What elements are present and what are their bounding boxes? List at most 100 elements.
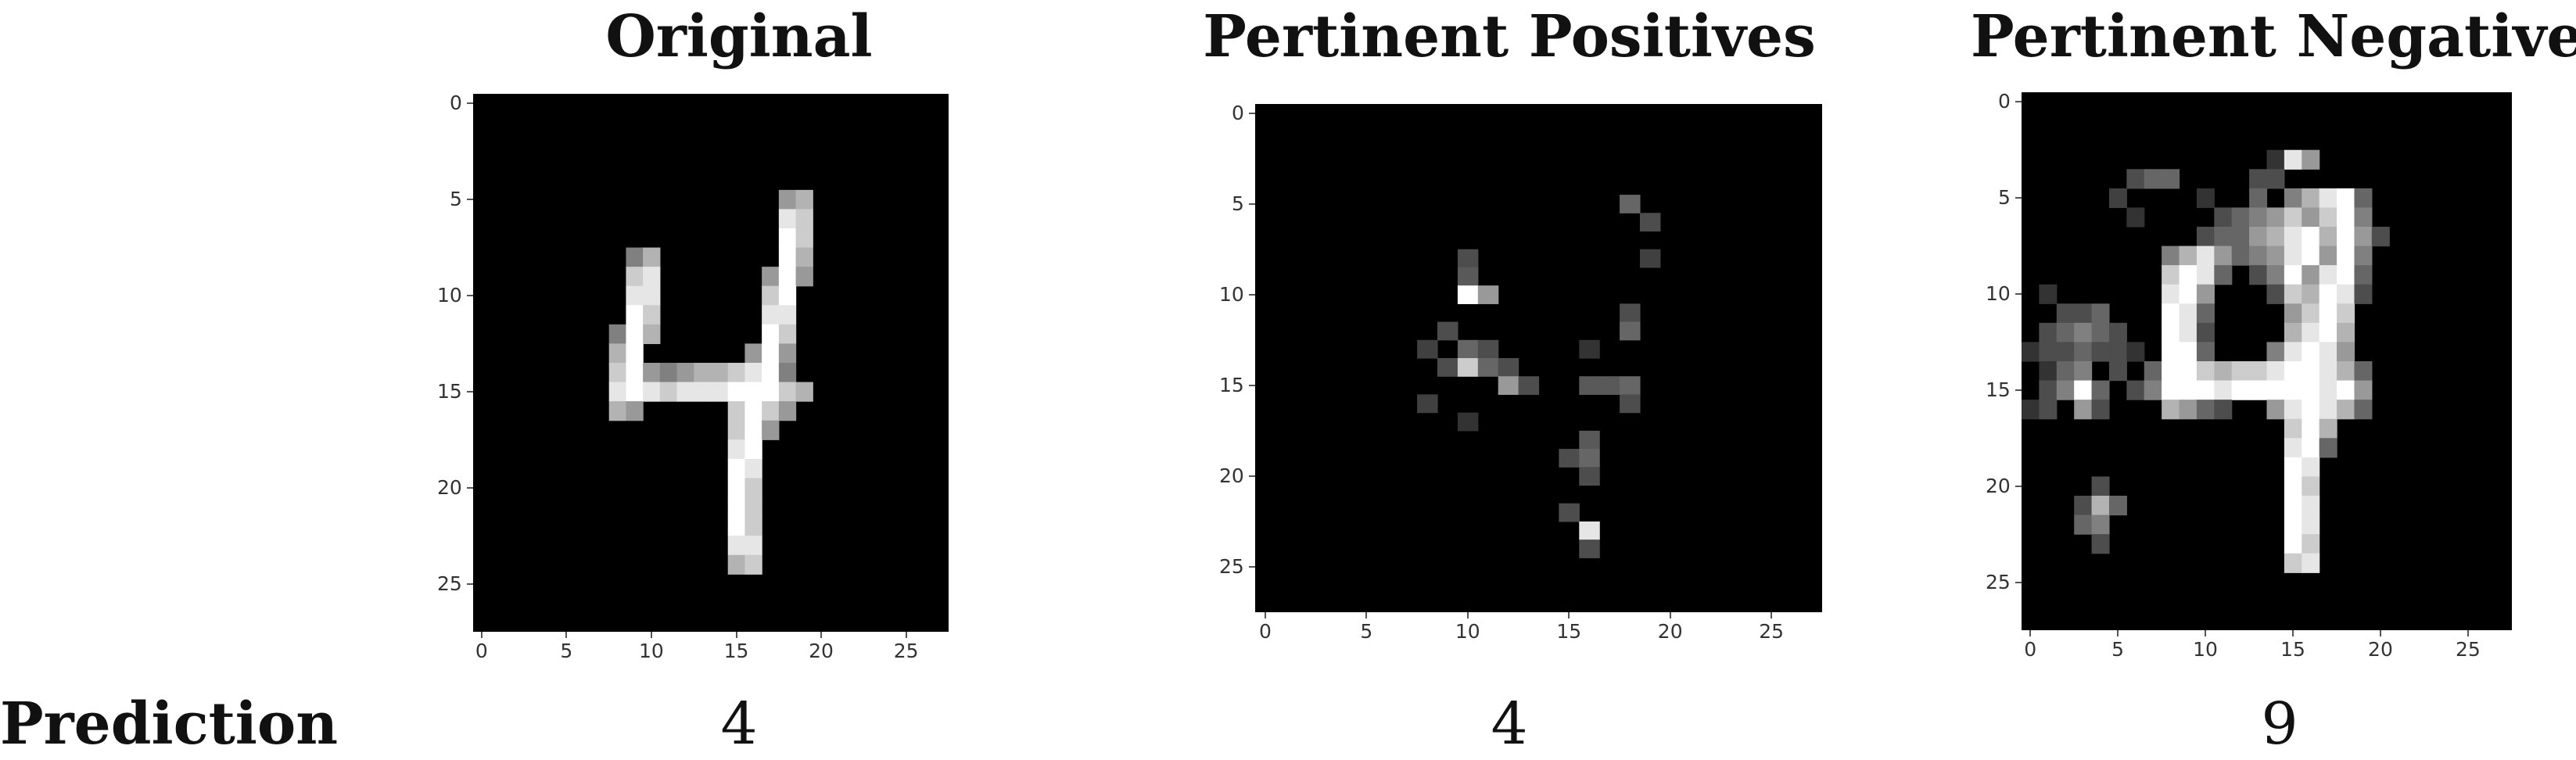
pixel	[1417, 394, 1438, 414]
pixel	[2266, 207, 2285, 228]
pixel	[2162, 322, 2180, 343]
pixel	[2249, 246, 2268, 266]
x-tick-label: 5	[560, 640, 573, 662]
pixel	[2354, 380, 2373, 400]
pixel	[1477, 358, 1499, 377]
pixel	[2179, 361, 2197, 382]
pixel	[676, 382, 694, 402]
pixel	[2319, 303, 2337, 324]
pixel	[1579, 540, 1600, 558]
pixel	[727, 554, 746, 575]
pixel	[1518, 376, 1540, 396]
y-tick-label: 0	[450, 91, 462, 115]
pixel	[2302, 438, 2320, 458]
pixel	[727, 458, 746, 479]
pixel	[795, 189, 813, 210]
pixel	[744, 458, 762, 479]
pixel	[2179, 342, 2197, 362]
x-tick-mark	[480, 632, 483, 638]
pixel	[2196, 361, 2215, 382]
pixel	[2319, 188, 2337, 209]
pixel	[2179, 284, 2197, 304]
pixel	[2354, 207, 2373, 228]
pixel	[2162, 265, 2180, 285]
x-tick-mark	[820, 632, 823, 638]
x-tick-label: 25	[893, 640, 919, 662]
pixel	[2249, 380, 2268, 400]
x-tick-mark	[1568, 612, 1570, 618]
pixel	[2179, 246, 2197, 266]
pixel	[2284, 553, 2302, 573]
y-tick-mark	[1249, 475, 1255, 477]
panel-title-original: Original	[605, 3, 873, 70]
pixel	[778, 247, 797, 267]
pixel	[727, 382, 746, 402]
pixel	[2022, 400, 2040, 420]
pixel	[2074, 361, 2093, 382]
pixel	[762, 363, 780, 383]
x-tick-label: 15	[2280, 638, 2305, 661]
pixel	[2039, 380, 2058, 400]
pixel	[2196, 322, 2215, 343]
pixel	[1457, 358, 1479, 377]
pixel	[2337, 322, 2355, 343]
pixel	[1579, 339, 1600, 359]
pixel	[1579, 521, 1600, 540]
pixel	[2074, 400, 2093, 420]
pixel	[2337, 400, 2355, 420]
pixel	[2266, 361, 2285, 382]
pixel	[2354, 284, 2373, 304]
pixel	[1437, 321, 1458, 341]
pixel	[2249, 265, 2268, 285]
pixel	[727, 516, 746, 536]
pixel	[2284, 342, 2302, 362]
prediction-row-label: Prediction	[0, 690, 339, 758]
y-tick-label: 5	[1232, 192, 1244, 215]
y-tick-label: 25	[1986, 570, 2011, 593]
y-tick-mark	[1249, 203, 1255, 205]
pixel	[2302, 400, 2320, 420]
pixel	[2179, 303, 2197, 324]
pixel	[643, 247, 661, 267]
pixel	[795, 228, 813, 249]
pixel	[2039, 342, 2058, 362]
prediction-value-original: 4	[720, 690, 758, 758]
y-tick-mark	[2015, 101, 2022, 103]
pixel	[2302, 227, 2320, 247]
y-tick-label: 0	[1998, 90, 2011, 113]
x-tick-mark	[1669, 612, 1671, 618]
x-tick-mark	[565, 632, 568, 638]
x-tick-label: 15	[1556, 620, 1582, 643]
pixel	[2284, 188, 2302, 209]
pixel	[1457, 249, 1479, 268]
pixel	[2039, 322, 2058, 343]
pixel	[2039, 361, 2058, 382]
x-tick-label: 0	[475, 640, 488, 662]
y-tick-mark	[467, 583, 473, 585]
pixel	[1437, 358, 1458, 377]
y-tick-mark	[1249, 112, 1255, 114]
pixel	[2302, 514, 2320, 535]
pixel	[795, 247, 813, 267]
pixel	[626, 247, 644, 267]
pixel	[2144, 169, 2162, 189]
pixel	[2231, 380, 2250, 400]
image-plot	[473, 94, 949, 632]
pixel	[1457, 285, 1479, 304]
pixel	[2266, 284, 2285, 304]
pixel	[795, 267, 813, 287]
pixel	[2249, 169, 2268, 189]
y-tick-label: 20	[1219, 464, 1244, 487]
pixel	[626, 267, 644, 287]
pixel	[2302, 380, 2320, 400]
pixel	[2231, 227, 2250, 247]
pixel	[1579, 449, 1600, 468]
pixel	[744, 382, 762, 402]
pixel	[744, 401, 762, 421]
y-tick-mark	[2015, 581, 2022, 583]
pixel	[727, 439, 746, 460]
pixel	[643, 363, 661, 383]
pixel	[2091, 534, 2110, 554]
pixel	[2266, 227, 2285, 247]
x-tick-label: 20	[809, 640, 834, 662]
